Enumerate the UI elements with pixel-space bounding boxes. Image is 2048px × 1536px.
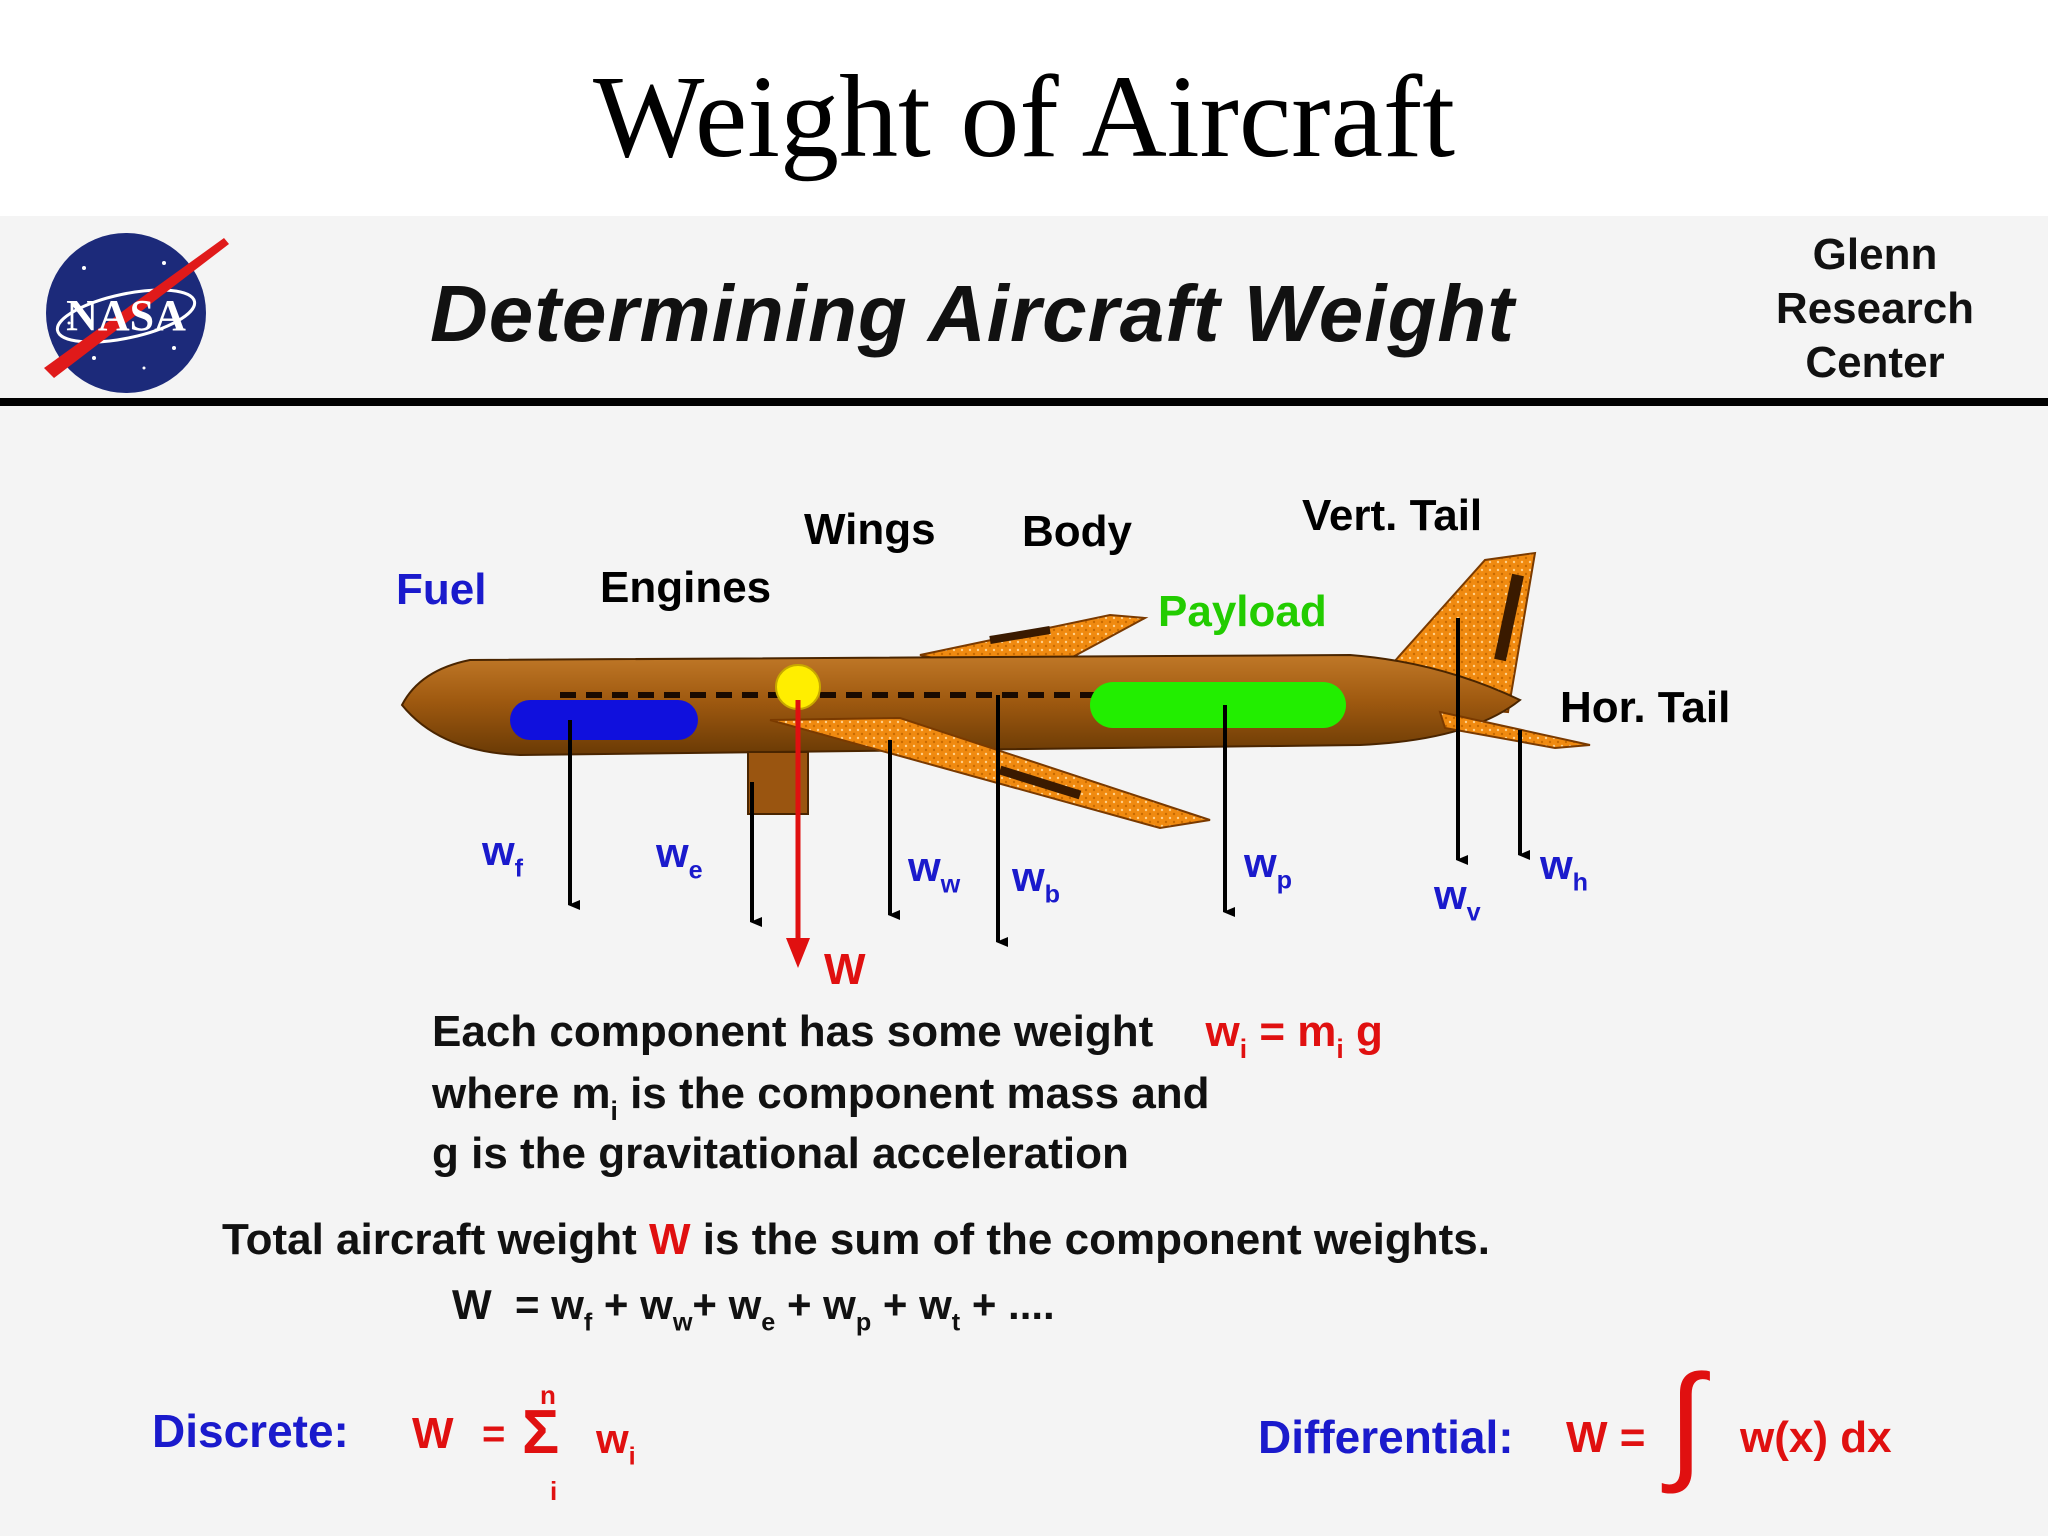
banner-title: Determining Aircraft Weight: [430, 269, 1515, 358]
sigma-symbol: Σ: [522, 1398, 560, 1467]
symbol-wf: wf: [482, 827, 524, 883]
near-wing: [769, 716, 1211, 830]
sigma-upper-n: n: [540, 1380, 556, 1410]
integral-symbol: ∫: [1668, 1348, 1704, 1494]
fuel-tank: [510, 700, 698, 740]
header-rule: [0, 398, 2048, 406]
label-fuel: Fuel: [396, 565, 487, 614]
explanation-line-3: g is the gravitational acceleration: [432, 1129, 1129, 1178]
differential-W: W =: [1566, 1413, 1646, 1462]
sigma-lower-i: i: [550, 1476, 558, 1506]
label-payload: Payload: [1158, 587, 1327, 636]
payload-area: [1090, 682, 1346, 728]
slide-title: Weight of Aircraft: [592, 51, 1456, 182]
label-engines: Engines: [600, 563, 772, 612]
svg-text:NASA: NASA: [66, 291, 186, 340]
symbol-total-w: W: [824, 945, 866, 994]
discrete-wi: wi: [596, 1415, 636, 1471]
discrete-equals: =: [482, 1412, 506, 1456]
explanation-line-1: Each component has some weight wi = mi g: [432, 1007, 1383, 1064]
label-wings: Wings: [804, 505, 936, 554]
symbol-wv: wv: [1434, 871, 1481, 927]
symbol-ww: ww: [908, 843, 961, 899]
content-panel: [0, 216, 2048, 1536]
nasa-logo: NASA: [44, 233, 229, 393]
glenn-research-center: Glenn Research Center: [1775, 230, 1975, 387]
symbol-we: we: [656, 829, 703, 885]
explanation-line-2: where mi is the component mass and: [432, 1069, 1210, 1126]
total-statement: Total aircraft weight W is the sum of th…: [222, 1215, 1490, 1264]
differential-label: Differential:: [1258, 1411, 1514, 1463]
symbol-wp: wp: [1244, 839, 1293, 895]
label-hor-tail: Hor. Tail: [1560, 683, 1731, 732]
horizontal-tail: [1438, 710, 1591, 750]
discrete-W: W: [412, 1409, 454, 1458]
discrete-label: Discrete:: [152, 1405, 349, 1457]
symbol-wb: wb: [1012, 853, 1061, 909]
sum-formula: W = wf + ww+ we + wp + wt + ....: [452, 1281, 1055, 1337]
differential-expression: w(x) dx: [1740, 1413, 1892, 1462]
label-vert-tail: Vert. Tail: [1302, 491, 1483, 540]
label-body: Body: [1022, 507, 1132, 556]
symbol-wh: wh: [1540, 841, 1589, 897]
